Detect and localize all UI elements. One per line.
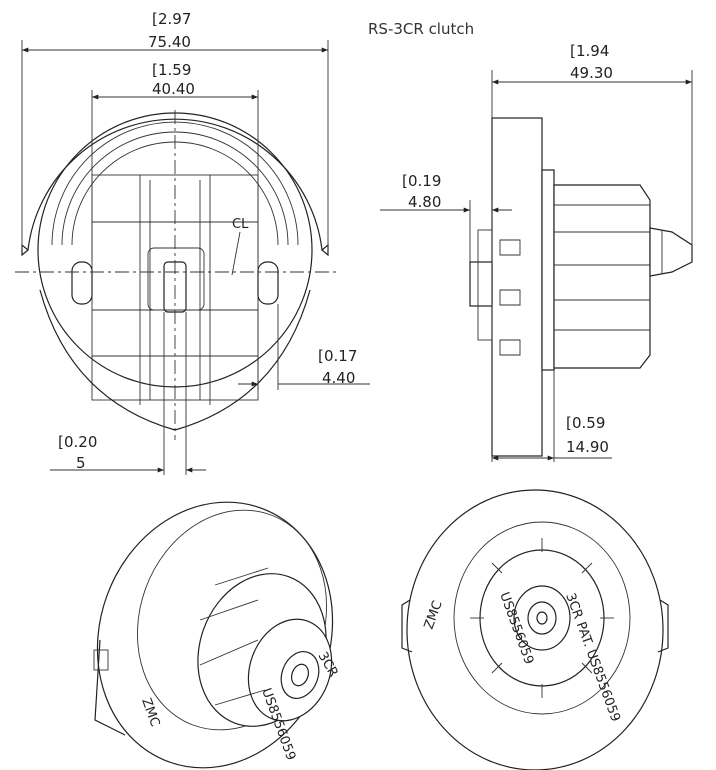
side-length-mm: 49.30	[570, 64, 613, 82]
slot-spacing-mm: 40.40	[152, 80, 195, 98]
slot-width-mm: 4.40	[322, 369, 355, 387]
overall-width-inch: 2.97	[158, 10, 191, 28]
svg-text:[: [	[566, 414, 572, 432]
dim-overall-width: [ 2.97 75.40	[21, 10, 329, 250]
svg-text:[: [	[570, 42, 576, 60]
iso-view: 3CR US8556059 ZMC	[93, 501, 341, 769]
front-view: CL	[15, 110, 340, 440]
flange-offset-inch: 0.19	[408, 172, 441, 190]
svg-text:[: [	[152, 61, 158, 79]
dim-slot-width: [ 0.17 4.40	[238, 304, 370, 390]
tab-width-inch: 0.20	[64, 433, 97, 451]
dim-flange-offset: [ 0.19 4.80	[380, 172, 512, 262]
svg-text:[: [	[152, 10, 158, 28]
flange-offset-mm: 4.80	[408, 193, 441, 211]
dim-side-length: [ 1.94 49.30	[491, 42, 693, 245]
drawing-title: RS-3CR clutch	[368, 20, 474, 38]
side-view	[469, 117, 693, 457]
svg-text:[: [	[402, 172, 408, 190]
slot-spacing-inch: 1.59	[158, 61, 191, 79]
overall-width-mm: 75.40	[148, 33, 191, 51]
svg-text:[: [	[318, 347, 324, 365]
slot-width-inch: 0.17	[324, 347, 357, 365]
hub-length-inch: 0.59	[572, 414, 605, 432]
iso-brand-marking: ZMC	[138, 696, 162, 729]
svg-text:[: [	[58, 433, 64, 451]
dim-hub-length: [ 0.59 14.90	[491, 370, 612, 462]
hub-length-mm: 14.90	[566, 438, 609, 456]
dim-slot-spacing: [ 1.59 40.40	[91, 61, 259, 262]
end-brand-marking: ZMC	[422, 599, 446, 632]
centerline-symbol: CL	[232, 217, 249, 232]
tab-width-mm: 5	[76, 454, 86, 472]
end-view: US8556059 3CR PAT. US8556059 ZMC	[401, 489, 669, 770]
side-length-inch: 1.94	[576, 42, 609, 60]
dim-tab-width: [ 0.20 5	[50, 312, 206, 475]
